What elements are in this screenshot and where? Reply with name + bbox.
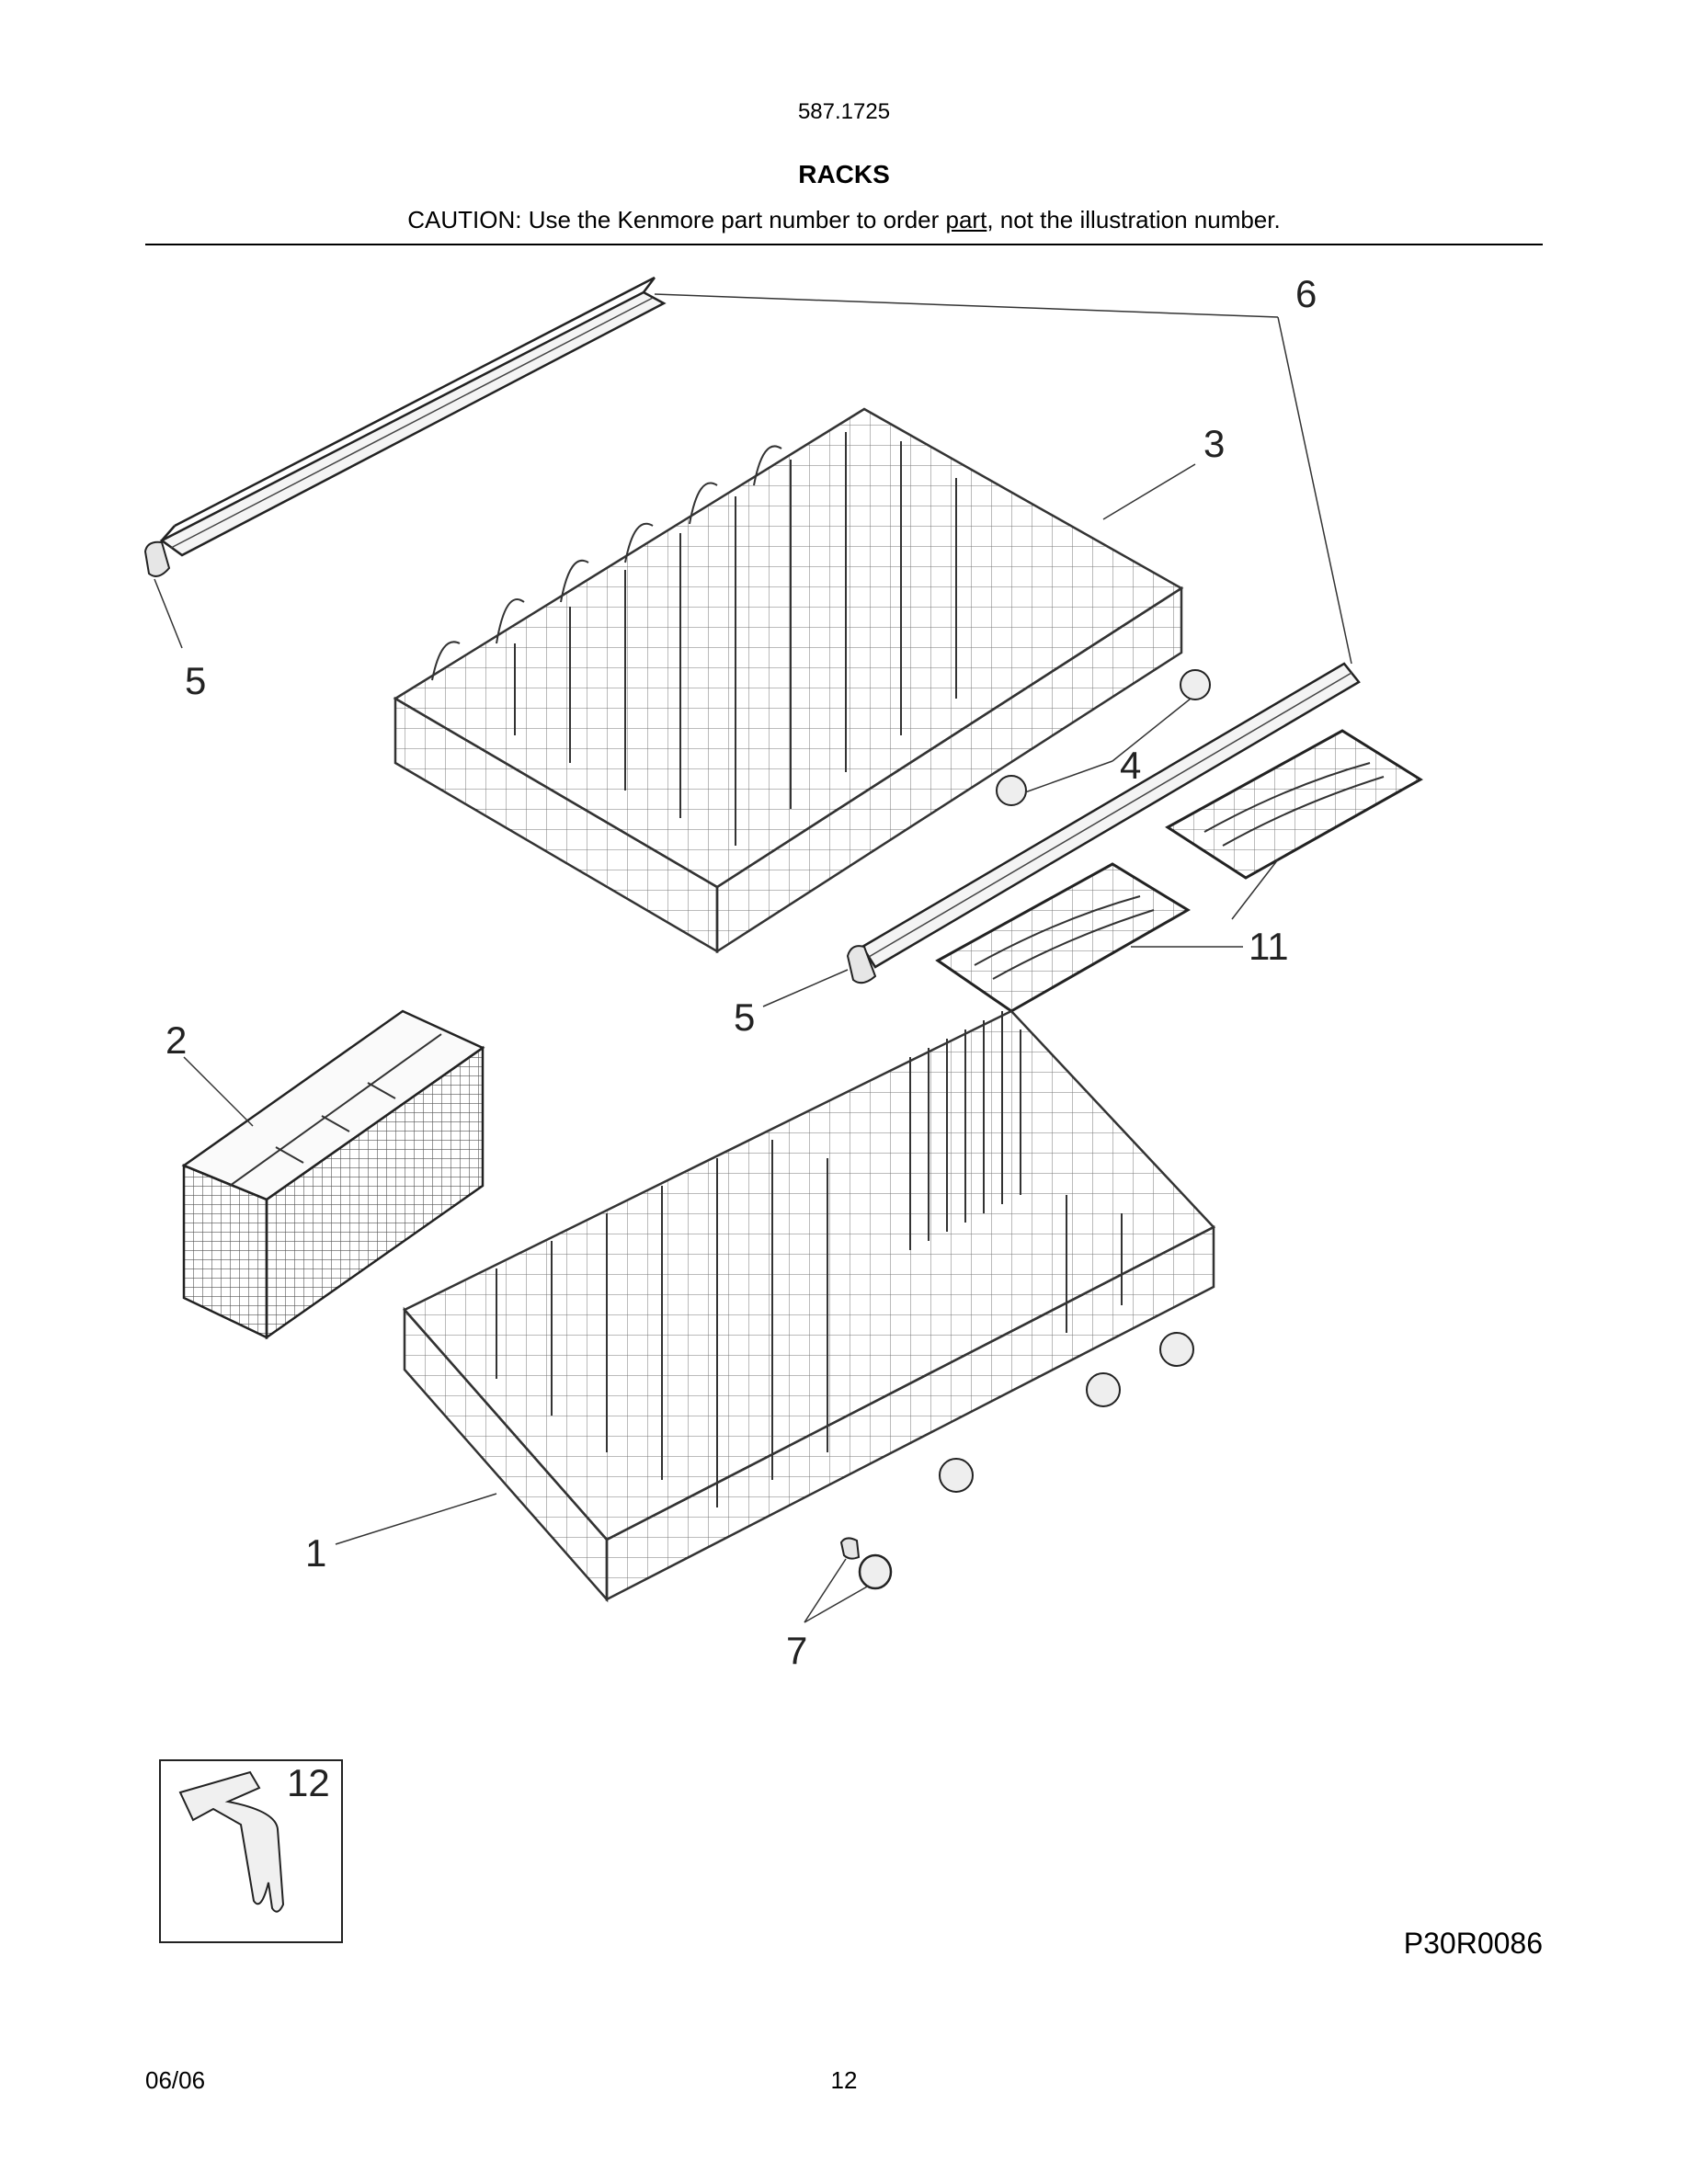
caution-note: CAUTION: Use the Kenmore part number to …	[0, 206, 1688, 234]
header-divider	[145, 244, 1543, 245]
callout-6: 6	[1295, 272, 1317, 315]
callout-7: 7	[786, 1629, 807, 1672]
rail-end-cap-top	[143, 540, 171, 577]
lower-dish-rack	[402, 1009, 1216, 1603]
callout-5-mid: 5	[734, 995, 755, 1039]
callout-11: 11	[1249, 925, 1289, 968]
caution-text-start: CAUTION: Use the Kenmore part number to …	[407, 206, 946, 233]
upper-rack-rail-top	[159, 276, 667, 557]
cup-shelf-left	[935, 862, 1191, 1013]
cup-shelf-right	[1165, 729, 1423, 880]
rail-end-cap-mid	[846, 945, 877, 984]
caution-text-end: , not the illustration number.	[987, 206, 1281, 233]
callout-12: 12	[287, 1761, 330, 1804]
footer-page-number: 12	[830, 2066, 858, 2094]
callout-5-top: 5	[185, 659, 206, 702]
callout-3: 3	[1203, 422, 1225, 465]
callout-2: 2	[165, 1018, 187, 1062]
upper-rack-rail-right	[861, 662, 1361, 969]
caution-underlined-word: part	[945, 206, 987, 233]
upper-dish-rack	[393, 407, 1211, 954]
silverware-basket	[181, 1009, 485, 1340]
callout-4: 4	[1120, 744, 1141, 787]
inset-part-12	[159, 1759, 343, 1943]
footer-date: 06/06	[145, 2066, 206, 2094]
lower-rack-wheel	[839, 1537, 893, 1590]
callout-1: 1	[305, 1531, 326, 1575]
model-number: 587.1725	[797, 99, 891, 124]
figure-id: P30R0086	[1403, 1927, 1543, 1960]
leader-lines	[154, 293, 1352, 1623]
page-title: RACKS	[798, 160, 890, 188]
